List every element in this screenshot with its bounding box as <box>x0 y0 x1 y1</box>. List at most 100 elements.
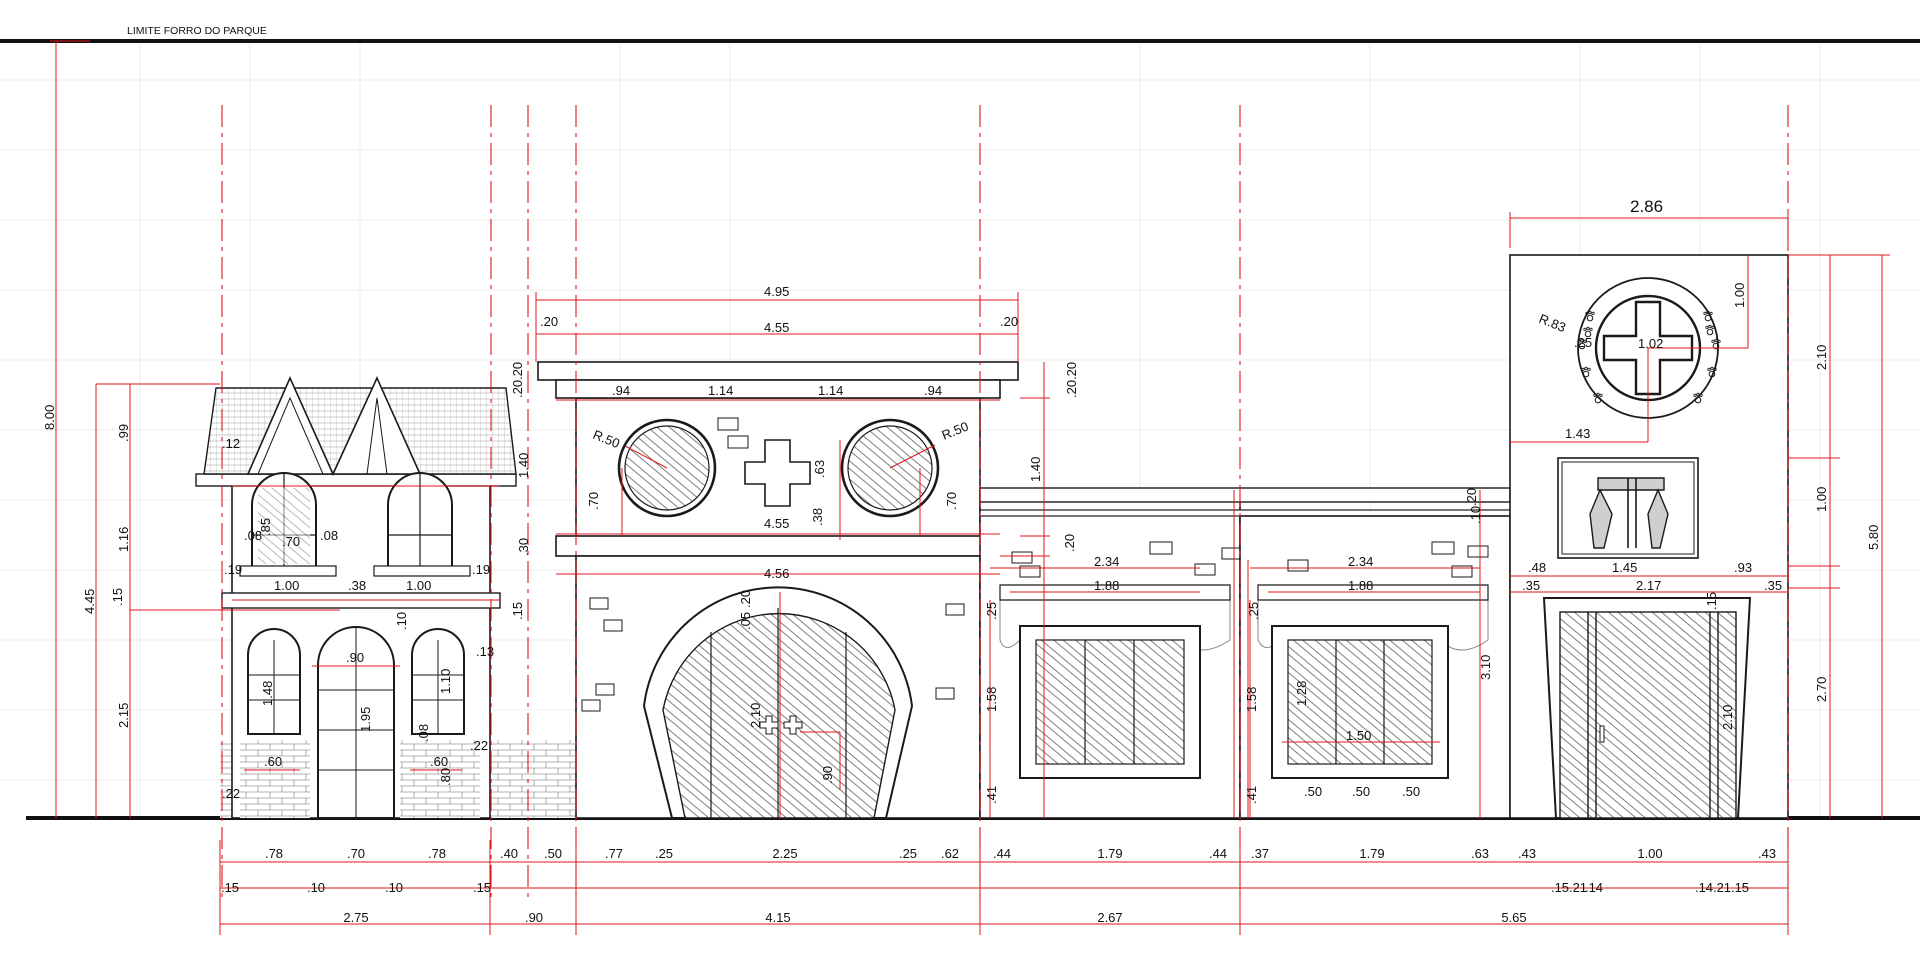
row1-label-14: 1.79 <box>1359 846 1384 861</box>
row2-label-6: .14 <box>1585 880 1603 895</box>
row1-label-4: .50 <box>544 846 562 861</box>
row1-label-5: .77 <box>605 846 623 861</box>
dim-clinic-hr2020: .20.20 <box>1064 362 1079 398</box>
row1-label-0: .78 <box>265 846 283 861</box>
row2-label-5: .15 <box>1551 880 1569 895</box>
dim-shop2-150: 1.50 <box>1346 728 1371 743</box>
row1-label-18: .43 <box>1758 846 1776 861</box>
shop-module-2 <box>1239 515 1511 819</box>
dim-shop1-25: .25 <box>984 602 999 620</box>
dim-clinic-a20: .20 <box>738 590 753 608</box>
row1-label-2: .78 <box>428 846 446 861</box>
clinic-cross <box>744 439 811 507</box>
row1-label-9: .62 <box>941 846 959 861</box>
dim-shop2-310: 3.10 <box>1478 655 1493 680</box>
row1-label-17: 1.00 <box>1637 846 1662 861</box>
dim-tower-t15: .15 <box>1704 592 1719 610</box>
dim-tower-total: 5.80 <box>1866 525 1881 550</box>
dim-beam-20: .20 <box>1464 488 1479 506</box>
dim-tower-middle: 1.00 <box>1814 487 1829 512</box>
dim-clinic-w114a: 1.14 <box>708 383 733 398</box>
dim-shop2-25: .25 <box>1246 602 1261 620</box>
dim-clinic-hl140: 1.40 <box>516 453 531 478</box>
row3-label-1: .90 <box>525 910 543 925</box>
dim-house-h99: .99 <box>116 424 131 442</box>
dim-house-h60a: .60 <box>264 754 282 769</box>
dim-shop2-50a: .50 <box>1304 784 1322 799</box>
dim-house-h10a: .10 <box>394 612 409 630</box>
row2-label-4: .21 <box>1569 880 1587 895</box>
dim-house-h215: 2.15 <box>116 703 131 728</box>
dim-tower-cross: 1.02 <box>1638 336 1663 351</box>
dim-clinic-w94a: .94 <box>612 383 630 398</box>
row1-label-6: .25 <box>655 846 673 861</box>
dim-clinic-hl30: .30 <box>516 538 531 556</box>
dim-house-h116: 1.16 <box>116 527 131 552</box>
row3-label-3: 2.67 <box>1097 910 1122 925</box>
row2-label-1: .10 <box>307 880 325 895</box>
dim-tower-door-h: 2.10 <box>1720 705 1735 730</box>
dim-house-h08a: .08 <box>244 528 262 543</box>
dim-shop2-234: 2.34 <box>1348 554 1373 569</box>
dim-clinic-hr20: .20 <box>1062 534 1077 552</box>
row1-label-11: 1.79 <box>1097 846 1122 861</box>
park-ceiling-label: LIMITE FORRO DO PARQUE <box>127 25 267 37</box>
row1-label-7: 2.25 <box>772 846 797 861</box>
dim-tower-upper: 2.10 <box>1814 345 1829 370</box>
row1-label-16: .43 <box>1518 846 1536 861</box>
dim-clinic-c63: .63 <box>812 460 827 478</box>
row3-label-4: 5.65 <box>1501 910 1526 925</box>
dim-shop1-234: 2.34 <box>1094 554 1119 569</box>
dim-house-h148: 1.48 <box>260 681 275 706</box>
dim-tower-offset-h: 1.43 <box>1565 426 1590 441</box>
dim-shop2-188: 1.88 <box>1348 578 1373 593</box>
row2-label-0: .15 <box>221 880 239 895</box>
dim-shop1-158: 1.58 <box>984 687 999 712</box>
dim-tower-w48: .48 <box>1528 560 1546 575</box>
dim-house-h15b: .15 <box>510 602 525 620</box>
dim-house-h22b: .22 <box>470 738 488 753</box>
dim-shop2-128: 1.28 <box>1294 681 1309 706</box>
dim-clinic-a05: .05 <box>738 612 753 630</box>
dim-tower-w145: 1.45 <box>1612 560 1637 575</box>
tower-module <box>1509 254 1789 819</box>
dim-clinic-w455b: 4.55 <box>764 516 789 531</box>
dim-tower-r-small: .25 <box>1574 335 1592 350</box>
dim-house-h08b: .08 <box>320 528 338 543</box>
row1-label-8: .25 <box>899 846 917 861</box>
dim-tower-w35b: .35 <box>1764 578 1782 593</box>
dim-shop2-50b: .50 <box>1352 784 1370 799</box>
dim-house-h19b: .19 <box>472 562 490 577</box>
dim-house-h70: .70 <box>282 534 300 549</box>
dim-clinic-c70a: .70 <box>586 492 601 510</box>
dim-shop2-158: 1.58 <box>1244 687 1259 712</box>
dim-clinic-w20b: .20 <box>1000 314 1018 329</box>
dim-shop2-41: .41 <box>1244 786 1259 804</box>
dim-house-h22a: .22 <box>222 786 240 801</box>
dim-house-h15: .15 <box>110 588 125 606</box>
house-module <box>195 376 517 819</box>
dim-clinic-w456: 4.56 <box>764 566 789 581</box>
dim-beam-10: .10 <box>1468 506 1483 524</box>
dim-shop2-50c: .50 <box>1402 784 1420 799</box>
dimension-lines <box>50 40 1890 935</box>
dim-clinic-w455a: 4.55 <box>764 320 789 335</box>
row1-label-13: .37 <box>1251 846 1269 861</box>
dimension-labels: 8.00 2.86 2.10 1.00 2.70 5.80 R.83 1.02 … <box>42 197 1881 804</box>
row2-label-7: .21 <box>1713 880 1731 895</box>
dim-tower-w93: .93 <box>1734 560 1752 575</box>
row1-label-12: .44 <box>1209 846 1227 861</box>
row1-label-10: .44 <box>993 846 1011 861</box>
shop-module-1 <box>979 487 1511 819</box>
hanging-lantern-icon <box>1589 477 1669 549</box>
dim-total-height: 8.00 <box>42 405 57 430</box>
dim-clinic-c38: .38 <box>810 508 825 526</box>
dim-house-h12: .12 <box>222 436 240 451</box>
dim-house-h110: 1.10 <box>438 669 453 694</box>
dim-clinic-a90: .90 <box>820 766 835 784</box>
dim-top-width: 2.86 <box>1630 197 1663 216</box>
dim-house-h08c: .08 <box>416 724 431 742</box>
dim-house-h100a: 1.00 <box>274 578 299 593</box>
